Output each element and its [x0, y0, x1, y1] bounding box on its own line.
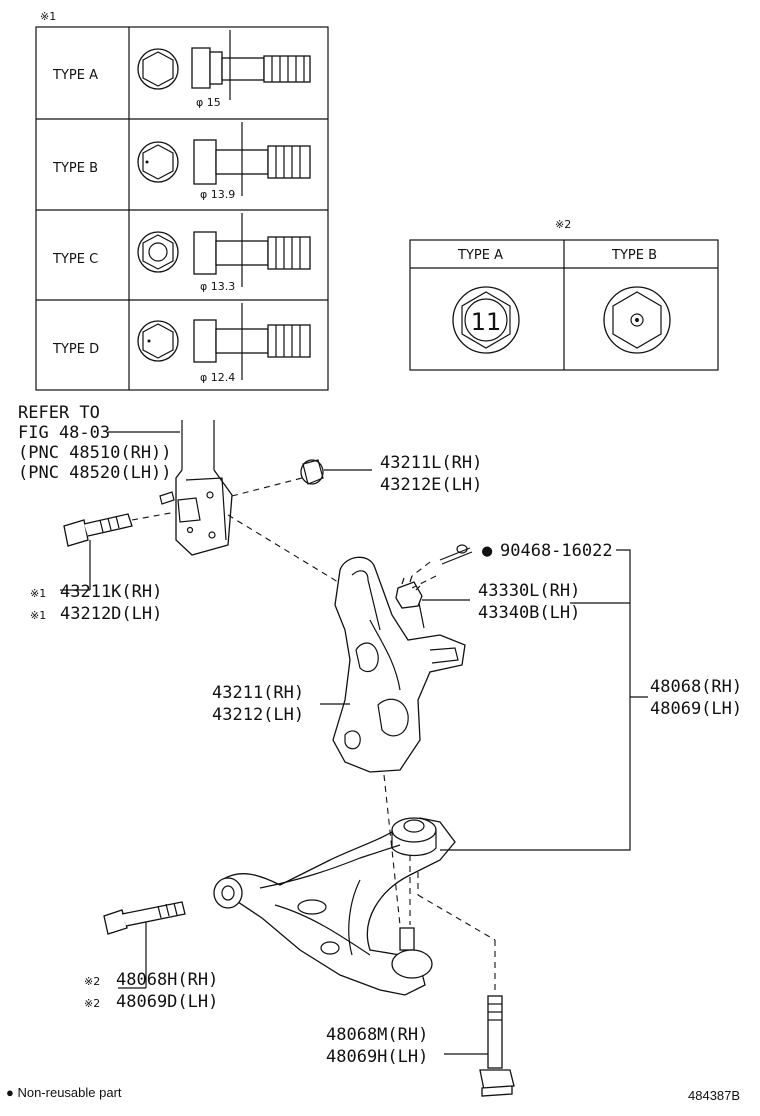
part-label-43211L: 43211L(RH) — [380, 453, 482, 473]
hub-bolt-icon — [191, 30, 311, 100]
cotter-pin-illustration — [439, 544, 473, 565]
bolt-type-table: TYPE A φ 15 TYPE B — [35, 26, 329, 391]
table2-mark: ※2 — [555, 218, 571, 231]
part-label-43211: 43211(RH) — [212, 683, 304, 703]
nut-type-b-label: TYPE B — [611, 248, 657, 263]
hex-head-icon — [137, 48, 179, 90]
castle-nut-illustration — [395, 575, 423, 609]
hub-bolt-icon — [193, 213, 311, 287]
refer-line: (PNC 48510(RH)) — [18, 443, 172, 463]
note-mark: ※2 — [84, 975, 100, 988]
refer-line: REFER TO — [18, 403, 100, 423]
nut-mark: 11 — [471, 308, 502, 336]
rear-bushing-illustration — [391, 817, 437, 857]
flange-bolt-illustration — [63, 513, 133, 547]
part-label-43330L: 43330L(RH) — [478, 581, 580, 601]
part-label-43212: 43212(LH) — [212, 705, 304, 725]
hex-head-icon — [137, 141, 179, 183]
ball-joint-illustration — [391, 927, 433, 979]
hex-head-icon — [137, 320, 179, 362]
bolt-type-label: TYPE D — [52, 342, 99, 357]
strut-bracket-illustration — [159, 420, 233, 556]
part-label-48068H: 48068H(RH) — [116, 970, 218, 990]
part-label-48069H: 48069H(LH) — [326, 1047, 428, 1067]
nut-type-table: TYPE A TYPE B 11 — [409, 239, 719, 371]
part-label-90468-16022: 90468-16022 — [500, 541, 613, 561]
illustration-code: 484387B — [688, 1088, 740, 1103]
bolt-type-row: TYPE D φ 12.4 — [52, 303, 311, 384]
bolt-type-row: TYPE A φ 15 — [52, 30, 311, 109]
note-mark: ※2 — [84, 997, 100, 1010]
bolt-diameter: φ 13.9 — [200, 188, 235, 201]
bolt-type-row: TYPE C φ 13.3 — [52, 213, 311, 293]
nut-type-a-icon: 11 — [452, 286, 520, 354]
hub-bolt-icon — [193, 122, 311, 196]
bolt-type-label: TYPE A — [52, 68, 98, 83]
bolt-type-row: TYPE B φ 13.9 — [52, 122, 311, 201]
table1-mark: ※1 — [40, 10, 56, 23]
refer-line: FIG 48-03 — [18, 423, 110, 443]
bolt-diameter: φ 12.4 — [200, 371, 235, 384]
bolt-diameter: φ 13.3 — [200, 280, 235, 293]
hex-head-icon — [137, 231, 179, 273]
nut-type-a-label: TYPE A — [457, 248, 503, 263]
part-label-48069D: 48069D(LH) — [116, 992, 218, 1012]
part-label-43340B: 43340B(LH) — [478, 603, 580, 623]
bolt-diameter: φ 15 — [196, 96, 221, 109]
part-label-43212D: 43212D(LH) — [60, 604, 162, 624]
part-label-43211K: 43211K(RH) — [60, 582, 162, 602]
vertical-bolt-illustration — [479, 995, 515, 1097]
refer-note: REFER TO FIG 48-03 (PNC 48510(RH)) (PNC … — [18, 403, 180, 483]
part-label-48069: 48069(LH) — [650, 699, 742, 719]
bolt-type-label: TYPE B — [52, 161, 98, 176]
part-label-48068: 48068(RH) — [650, 677, 742, 697]
flange-nut-illustration — [300, 459, 324, 485]
note-mark: ※1 — [30, 587, 46, 600]
bolt-type-label: TYPE C — [52, 252, 98, 267]
part-label-43212E: 43212E(LH) — [380, 475, 482, 495]
steering-knuckle-illustration — [332, 556, 466, 773]
front-bushing-illustration — [213, 877, 243, 909]
part-label-48068M: 48068M(RH) — [326, 1025, 428, 1045]
nut-type-b-icon — [603, 286, 671, 354]
lower-arm-bolt-illustration — [103, 901, 186, 935]
hub-bolt-icon — [193, 303, 311, 380]
refer-line: (PNC 48520(LH)) — [18, 463, 172, 483]
note-mark: ※1 — [30, 609, 46, 622]
non-reusable-legend: ● Non-reusable part — [6, 1085, 122, 1100]
non-reusable-dot-icon: ● — [482, 541, 493, 561]
